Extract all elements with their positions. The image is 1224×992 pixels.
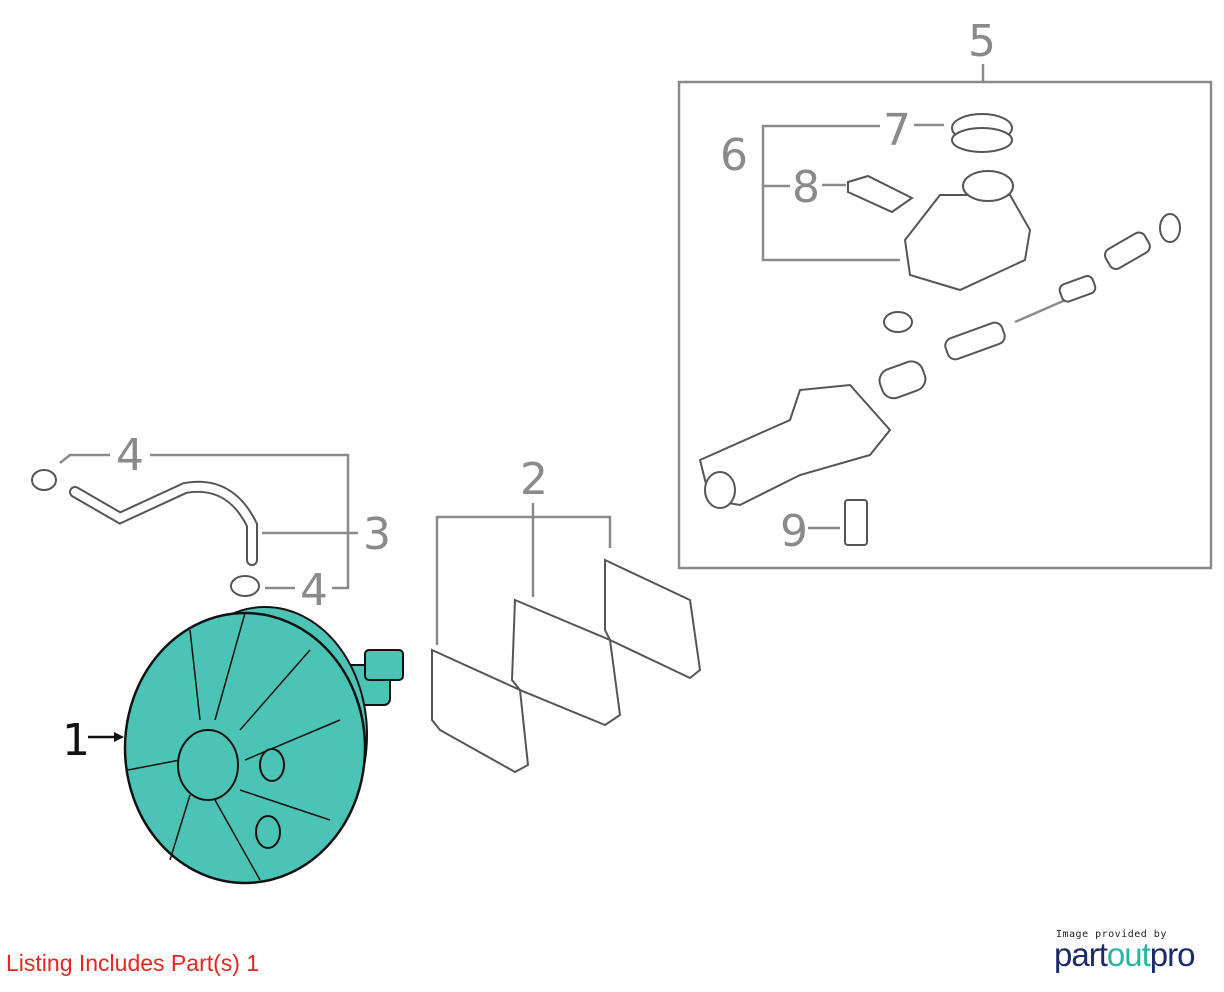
hose-clamp — [230, 575, 260, 597]
callout-6: 6 — [720, 130, 748, 181]
logo-part-3: pro — [1149, 936, 1196, 973]
partoutpro-logo: partoutpro — [1054, 936, 1196, 974]
callout-7: 7 — [883, 105, 911, 156]
callout-4-bottom: 4 — [300, 565, 328, 616]
level-sensor — [847, 174, 914, 214]
reservoir-cap — [951, 113, 1013, 153]
callout-8: 8 — [792, 162, 820, 213]
callout-9: 9 — [780, 506, 808, 557]
callout-3: 3 — [363, 509, 391, 560]
brake-booster[interactable] — [123, 606, 404, 885]
logo-part-2: out — [1106, 936, 1151, 973]
logo-part-1: part — [1054, 936, 1108, 973]
spring — [878, 360, 927, 400]
listing-note: Listing Includes Part(s) 1 — [6, 950, 260, 976]
callout-1: 1 — [62, 715, 90, 766]
image-credit-caption: Image provided by — [1056, 929, 1167, 940]
hose-clamp — [31, 469, 57, 491]
brake-fluid-reservoir — [903, 170, 1032, 292]
callout-2: 2 — [520, 454, 548, 505]
gasket — [431, 558, 702, 774]
master-cylinder-group-box — [677, 80, 1213, 570]
bleeder-fitting — [844, 499, 868, 546]
callout-5: 5 — [968, 16, 996, 67]
callout-4-top: 4 — [116, 430, 144, 481]
